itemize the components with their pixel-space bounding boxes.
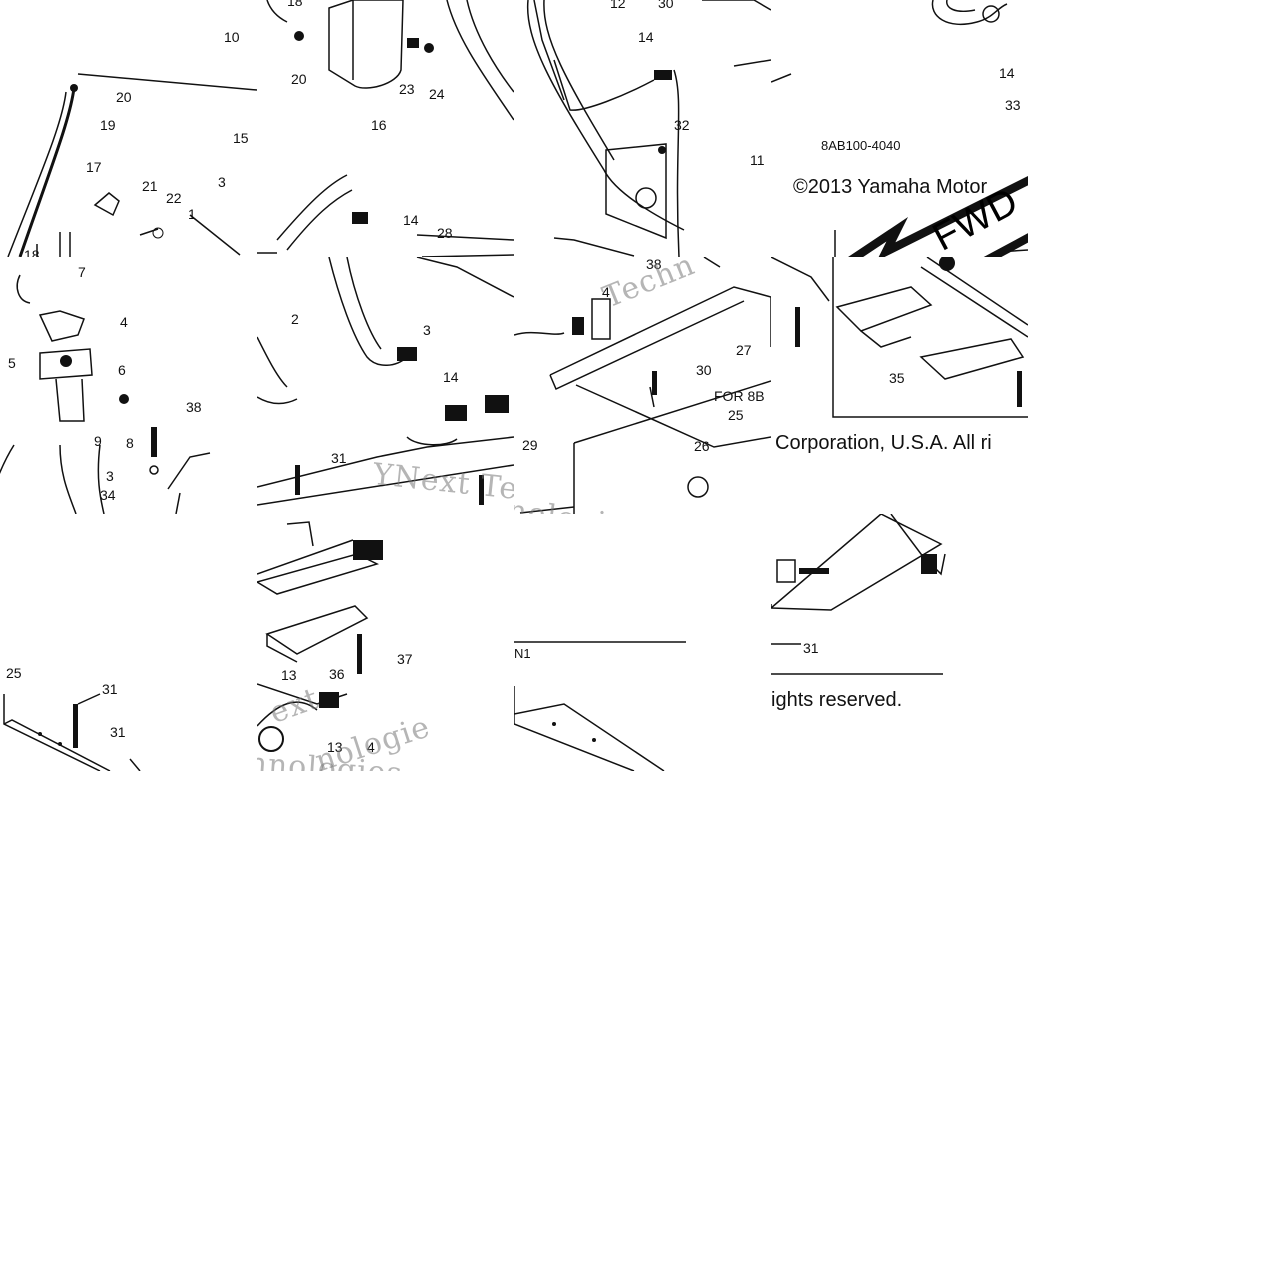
callout-3d: 3 — [423, 322, 431, 338]
tile-drawing — [3, 693, 141, 771]
callout-31: 31 — [331, 450, 347, 466]
diagram-tile-r2c3: 38 4 27 30 29 25 26 FOR 8B Techn nologie… — [514, 257, 771, 514]
callout-4c: 4 — [367, 739, 375, 755]
callout-22: 22 — [166, 190, 182, 206]
callout-17: 17 — [86, 159, 102, 175]
callout-14: 14 — [403, 212, 419, 228]
callout-35: 35 — [889, 370, 905, 386]
diagram-tile-r1c3: 12 30 14 32 3 11 — [514, 0, 771, 257]
tile-drawing — [0, 274, 211, 514]
callout-18b: 18 — [287, 0, 303, 9]
tile-drawing — [771, 514, 946, 675]
callout-3c: 3 — [106, 468, 114, 484]
copyright-line-1: ©2013 Yamaha Motor — [793, 176, 988, 198]
callout-13: 13 — [281, 667, 297, 683]
callout-2: 2 — [291, 311, 299, 327]
callout-14b: 14 — [638, 29, 654, 45]
callout-37: 37 — [397, 651, 413, 667]
callout-24: 24 — [429, 86, 445, 102]
callout-8: 8 — [126, 435, 134, 451]
callout-34: 34 — [100, 487, 116, 503]
callout-15: 15 — [233, 130, 249, 146]
diagram-tile-r1c1: 20 19 10 15 3 1 17 21 22 18 — [0, 0, 257, 257]
callout-4b: 4 — [602, 284, 610, 300]
callout-9: 9 — [94, 433, 102, 449]
diagram-tile-r1c4: FWD 14 33 8AB100-4040 ©2013 Yamaha Motor — [771, 0, 1028, 257]
copyright-line-2: Corporation, U.S.A. All ri — [775, 432, 992, 454]
callout-25: 25 — [728, 407, 744, 423]
callout-31c: 31 — [110, 724, 126, 740]
applicability-note: FOR 8B — [714, 388, 765, 404]
callout-38: 38 — [186, 399, 202, 415]
callout-30b: 30 — [696, 362, 712, 378]
callout-3: 3 — [218, 174, 226, 190]
tile-drawing — [257, 0, 514, 257]
callout-26: 26 — [694, 438, 710, 454]
callout-18: 18 — [24, 247, 40, 257]
callout-20: 20 — [116, 89, 132, 105]
callout-30: 30 — [658, 0, 674, 11]
diagram-tile-r3c4: 31 ights reserved. — [771, 514, 1028, 771]
callout-14c: 14 — [999, 65, 1015, 81]
callout-33: 33 — [1005, 97, 1021, 113]
tile-drawing — [514, 641, 686, 771]
tile-drawing — [771, 257, 1028, 418]
diagram-tile-r3c3: N1 — [514, 514, 771, 771]
tile-drawing — [257, 521, 383, 752]
diagram-tile-r2c4: 35 Corporation, U.S.A. All ri — [771, 257, 1028, 514]
callout-25b: 25 — [6, 665, 22, 681]
diagram-tile-r1c2: 18 20 16 23 24 14 28 — [257, 0, 514, 257]
callout-16: 16 — [371, 117, 387, 133]
callout-28: 28 — [437, 225, 453, 241]
callout-10: 10 — [224, 29, 240, 45]
tile-drawing — [7, 73, 257, 257]
callout-13b: 13 — [327, 739, 343, 755]
callout-1: 1 — [188, 206, 196, 222]
tile-drawing — [526, 0, 771, 257]
diagram-tile-r2c2: 2 3 14 31 YNext Te — [257, 257, 514, 514]
callout-5: 5 — [8, 355, 16, 371]
callout-11: 11 — [750, 152, 765, 168]
callout-27: 27 — [736, 342, 752, 358]
tile-drawing — [514, 257, 771, 514]
callout-38b: 38 — [646, 257, 662, 272]
diagram-code: 8AB100-4040 — [821, 138, 901, 153]
callout-31d: 31 — [803, 640, 819, 656]
callout-21: 21 — [142, 178, 158, 194]
copyright-line-3: ights reserved. — [771, 689, 903, 711]
tile-drawing — [257, 257, 514, 506]
callout-23: 23 — [399, 81, 415, 97]
applicability-note-2: N1 — [514, 646, 531, 661]
callout-7: 7 — [78, 264, 86, 280]
callout-31b: 31 — [102, 681, 118, 697]
callout-32: 32 — [674, 117, 690, 133]
callout-12: 12 — [610, 0, 626, 11]
callout-6: 6 — [118, 362, 126, 378]
callout-14d: 14 — [443, 369, 459, 385]
diagram-tile-r3c2: 37 36 13 13 4 ext nologie hnologies — [257, 514, 514, 771]
callout-29: 29 — [522, 437, 538, 453]
callout-4: 4 — [120, 314, 128, 330]
callout-36: 36 — [329, 666, 345, 682]
diagram-tile-r2c1: 4 5 6 9 8 38 3 34 7 — [0, 257, 257, 514]
callout-19: 19 — [100, 117, 116, 133]
callout-20b: 20 — [291, 71, 307, 87]
diagram-tile-r3c1: 25 31 31 — [0, 514, 257, 771]
